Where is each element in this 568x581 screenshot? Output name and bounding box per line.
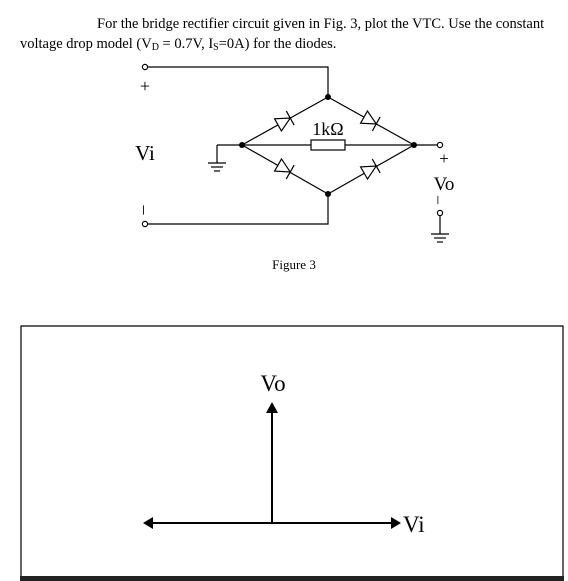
diode-bottom-right <box>359 158 381 181</box>
x-axis-left-arrow <box>143 517 153 529</box>
problem-statement: For the bridge rectifier circuit given i… <box>20 14 560 58</box>
problem-line-2-pre: voltage drop model (V <box>20 36 152 52</box>
y-axis-label: Vo <box>260 371 285 396</box>
diode-top-right <box>359 109 381 132</box>
x-axis-right-arrow <box>391 517 401 529</box>
x-axis-label: Vi <box>403 512 425 537</box>
figure-caption: Figure 3 <box>272 257 316 272</box>
input-plus-terminal <box>141 63 149 71</box>
problem-line-2-mid: = 0.7V, I <box>158 36 214 52</box>
vi-label: Vi <box>135 141 155 165</box>
diode-bottom-left <box>273 157 295 180</box>
junction-left <box>239 142 245 148</box>
input-minus-terminal <box>141 220 149 228</box>
ground-icon <box>208 162 226 172</box>
circuit-diagram <box>141 63 449 243</box>
input-top-wire <box>148 66 329 97</box>
junction-right <box>411 142 417 148</box>
is-subscript: S <box>213 42 219 53</box>
junction-top <box>325 94 331 100</box>
problem-line-2: voltage drop model (VD = 0.7V, IS=0A) fo… <box>20 34 560 58</box>
output-ground-icon <box>431 233 449 243</box>
junction-bottom <box>325 191 331 197</box>
plot-bottom-edge <box>20 576 564 581</box>
input-minus-sign: – <box>135 205 155 216</box>
plot-frame <box>20 325 564 581</box>
resistor-label: 1kΩ <box>312 119 343 139</box>
problem-line-1: For the bridge rectifier circuit given i… <box>97 16 545 32</box>
output-plus-terminal <box>436 141 444 149</box>
vtc-plot-area: Vo Vi <box>20 325 564 581</box>
problem-line-2-post: =0A) for the diodes. <box>218 36 337 52</box>
vd-subscript: D <box>151 42 159 53</box>
output-plus-sign: + <box>439 149 449 168</box>
vo-label: Vo <box>434 174 455 195</box>
diode-top-left <box>273 110 295 133</box>
output-minus-sign: – <box>430 195 447 205</box>
y-axis-arrow <box>266 402 278 413</box>
junction-dots <box>239 94 417 197</box>
resistor <box>310 139 346 151</box>
input-plus-sign: + <box>140 76 150 96</box>
output-minus-terminal <box>436 209 444 217</box>
input-bottom-wire <box>148 194 329 225</box>
